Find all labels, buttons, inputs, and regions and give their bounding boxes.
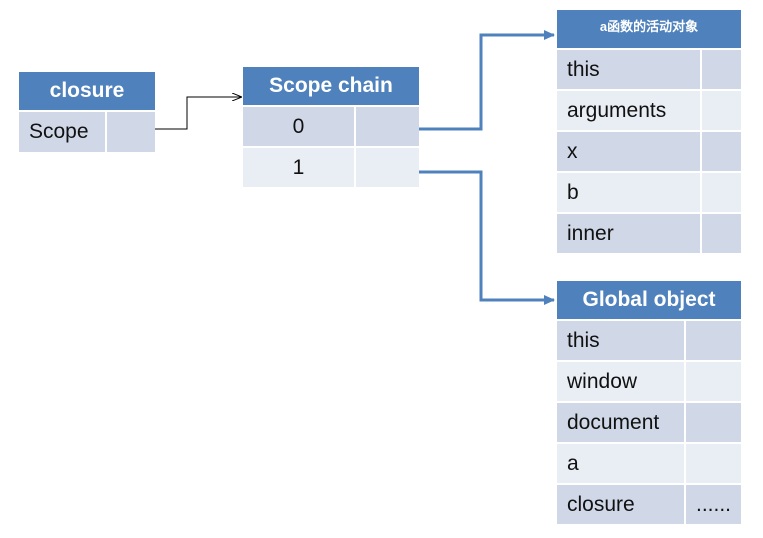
- row-value: [702, 173, 741, 212]
- closure-table: closure Scope: [19, 72, 155, 154]
- table-row: Scope: [19, 112, 155, 154]
- scope-chain-table-header: Scope chain: [243, 67, 419, 107]
- table-row: x: [557, 132, 741, 173]
- table-row: document: [557, 403, 741, 444]
- row-value: [702, 50, 741, 89]
- table-row: arguments: [557, 91, 741, 132]
- row-key: 1: [243, 148, 356, 187]
- global-object-table-header: Global object: [557, 281, 741, 321]
- table-row: this: [557, 321, 741, 362]
- row-value: [686, 444, 741, 483]
- global-object-table: Global object this window document a clo…: [557, 281, 741, 526]
- activation-object-table-header: a函数的活动对象: [557, 10, 741, 50]
- row-key: Scope: [19, 112, 107, 152]
- arrow-scope1-to-global-object: [404, 170, 555, 305]
- row-key: this: [557, 50, 702, 89]
- row-value: ......: [686, 485, 741, 524]
- row-value: [107, 112, 155, 152]
- row-key: 0: [243, 107, 356, 146]
- row-key: closure: [557, 485, 686, 524]
- row-value: [356, 107, 419, 146]
- row-key: this: [557, 321, 686, 360]
- activation-object-table: a函数的活动对象 this arguments x b inner: [557, 10, 741, 255]
- table-row: b: [557, 173, 741, 214]
- table-row: this: [557, 50, 741, 91]
- row-key: a: [557, 444, 686, 483]
- table-row: 1: [243, 148, 419, 189]
- table-row: a: [557, 444, 741, 485]
- arrow-closure-to-scope-chain: [131, 97, 241, 130]
- row-value: [356, 148, 419, 187]
- table-row: window: [557, 362, 741, 403]
- table-row: closure ......: [557, 485, 741, 526]
- closure-table-header: closure: [19, 72, 155, 112]
- row-value: [702, 91, 741, 130]
- row-key: x: [557, 132, 702, 171]
- row-value: [702, 214, 741, 253]
- row-value: [702, 132, 741, 171]
- row-key: window: [557, 362, 686, 401]
- row-key: inner: [557, 214, 702, 253]
- row-key: arguments: [557, 91, 702, 130]
- row-key: document: [557, 403, 686, 442]
- row-value: [686, 403, 741, 442]
- row-key: b: [557, 173, 702, 212]
- row-value: [686, 321, 741, 360]
- table-row: inner: [557, 214, 741, 255]
- arrow-scope0-to-activation-object: [404, 30, 555, 131]
- row-value: [686, 362, 741, 401]
- table-row: 0: [243, 107, 419, 148]
- scope-chain-table: Scope chain 0 1: [243, 67, 419, 189]
